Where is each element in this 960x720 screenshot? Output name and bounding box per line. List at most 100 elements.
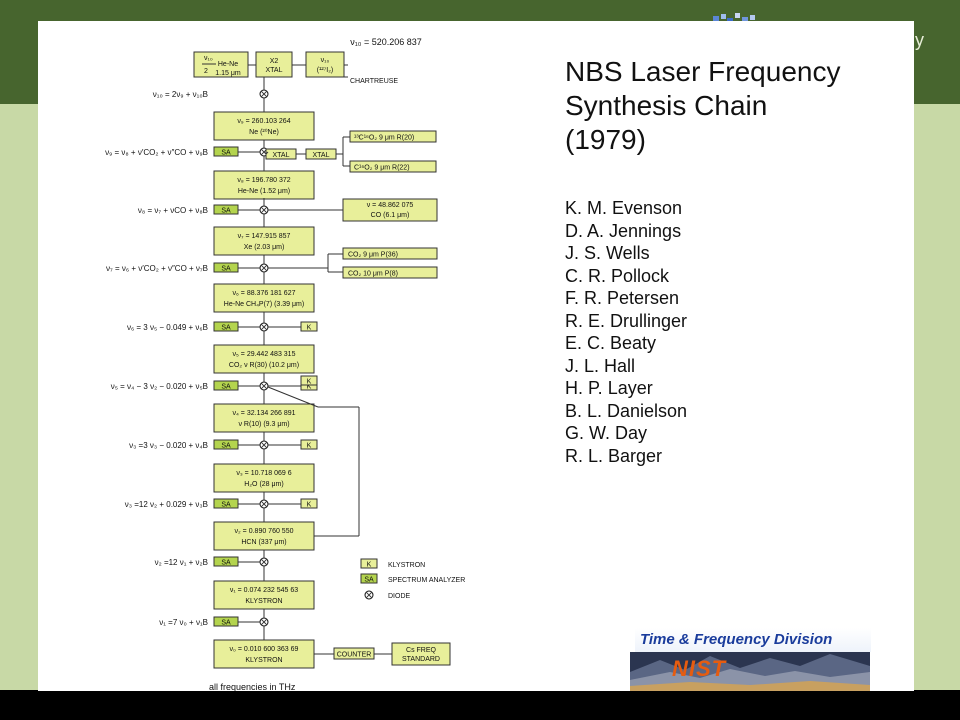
co-laser-frequency: ν = 48.862 075	[367, 202, 414, 209]
klystron-label: K	[307, 325, 312, 332]
laser-stage-box	[213, 111, 315, 141]
xtal-label: XTAL	[273, 152, 290, 159]
legend-diode-label: DIODE	[388, 593, 411, 600]
title-line-2: Synthesis Chain	[565, 90, 768, 121]
stage-source: ν R(10) (9.3 μm)	[238, 421, 289, 428]
connector-line	[260, 382, 268, 390]
stage-frequency: ν₅ = 29.442 483 315	[233, 351, 296, 358]
stage-frequency: ν₁ = 0.074 232 545 63	[230, 587, 298, 594]
nist-logo: Time & Frequency Division NIST	[630, 628, 871, 691]
hene-line-2: 1.15 μm	[215, 70, 241, 77]
stage-frequency: ν₃ = 10.718 069 6	[236, 470, 291, 477]
stage-frequency: ν₂ = 0.890 760 550	[235, 528, 294, 535]
stage-source: H₂O (28 μm)	[244, 481, 283, 488]
author-name: D. A. Jennings	[565, 220, 682, 241]
nist-wordmark: NIST	[672, 656, 727, 681]
stage-source: CO₂ ν R(30) (10.2 μm)	[229, 362, 299, 369]
cs-line-2: STANDARD	[402, 656, 440, 663]
iodine-line-2: (¹²⁷I₂)	[317, 67, 334, 74]
c13-co2-label: ¹³C¹⁶O₂ 9 μm R(20)	[354, 135, 414, 142]
mountain-logo-icon	[630, 652, 870, 691]
xtal-label: XTAL	[313, 152, 330, 159]
chartreuse-label: CHARTREUSE	[350, 78, 398, 85]
title-line-3: (1979)	[565, 124, 646, 155]
connector-line	[260, 323, 268, 331]
footer-band	[0, 690, 960, 720]
author-name: R. L. Barger	[565, 445, 663, 466]
frequency-equation: ν₆ = 3 ν₅ − 0.049 + ν₆B	[127, 323, 208, 332]
author-name: J. S. Wells	[565, 243, 650, 263]
frequency-equation: ν₇ = ν₆ + ν′CO₂ + ν″CO + ν₇B	[106, 264, 208, 273]
author-name: E. C. Beaty	[565, 333, 657, 353]
connector-line	[260, 441, 268, 449]
sa-label: SA	[221, 443, 231, 450]
stage-frequency: ν₄ = 32.134 266 891	[233, 410, 296, 417]
stage-source: Ne (²⁰Ne)	[249, 128, 279, 136]
co2-p36-label: CO₂ 9 μm P(36)	[348, 252, 398, 259]
cs-line-1: Cs FREQ	[406, 647, 437, 654]
klystron-label: K	[307, 379, 312, 386]
title-line-1: NBS Laser Frequency	[565, 56, 841, 87]
connector-line	[260, 264, 268, 272]
stage-frequency: ν₇ = 147.915 857	[238, 233, 291, 240]
connector-line	[260, 206, 268, 214]
stage-frequency: ν₉ = 260.103 264	[237, 118, 290, 125]
frequency-equation: ν₅ = ν₄ − 3 ν₂ − 0.020 + ν₅B	[111, 382, 208, 391]
laser-stage-box	[213, 580, 315, 610]
author-name: B. L. Danielson	[565, 400, 688, 421]
klystron-box	[360, 558, 378, 569]
sa-label: SA	[221, 560, 231, 567]
klystron-label: K	[307, 384, 312, 391]
connector-line	[267, 386, 319, 408]
hene-nu-label: ν₁₀	[204, 55, 213, 62]
author-name: J. L. Hall	[565, 355, 636, 376]
stage-frequency: ν₈ = 196.780 372	[237, 177, 290, 184]
stage-source: HCN (337 μm)	[241, 539, 286, 546]
sa-label: SA	[364, 577, 374, 584]
stage-source: He-Ne CH₄P(7) (3.39 μm)	[224, 301, 304, 308]
klystron-label: K	[307, 443, 312, 450]
frequency-equation: ν₂ =12 ν₁ + ν₂B	[155, 558, 208, 567]
connector-line	[260, 618, 268, 626]
hene-line-1: He-Ne	[218, 61, 238, 68]
legend-sa-label: SPECTRUM ANALYZER	[388, 577, 465, 584]
sa-label: SA	[221, 266, 231, 273]
x2-line-2: XTAL	[266, 67, 283, 74]
co-laser-source: CO (6.1 μm)	[371, 212, 410, 219]
connector-line	[260, 500, 268, 508]
klystron-box	[300, 375, 318, 386]
author-name: R. E. Drullinger	[565, 310, 688, 331]
units-note: all frequencies in THz	[209, 682, 296, 691]
klystron-label: K	[307, 502, 312, 509]
author-name: F. R. Petersen	[565, 288, 680, 308]
x2-line-1: X2	[270, 58, 279, 65]
sa-label: SA	[221, 620, 231, 627]
connector-line	[260, 558, 268, 566]
c16-co2-label: C¹⁶O₂ 9 μm R(22)	[354, 165, 410, 172]
stage-source: He-Ne (1.52 μm)	[238, 188, 290, 195]
sa-label: SA	[221, 150, 231, 157]
author-name: C. R. Pollock	[565, 265, 670, 286]
hene-two-label: 2	[204, 68, 208, 75]
laser-stage-box	[213, 521, 315, 551]
frequency-equation: ν₁₀ = 2ν₉ + ν₁₀B	[153, 90, 208, 99]
stage-source: Xe (2.03 μm)	[244, 244, 285, 251]
laser-stage-box	[213, 403, 315, 433]
connector-line	[260, 90, 268, 98]
division-name: Time & Frequency Division	[640, 631, 833, 648]
stage-frequency: ν₀ = 0.010 600 363 69	[230, 646, 299, 653]
stage-frequency: ν₆ = 88.376 181 627	[233, 290, 296, 297]
sa-label: SA	[221, 502, 231, 509]
klystron-label: K	[367, 562, 372, 569]
laser-stage-box	[213, 639, 315, 669]
connector-line	[365, 591, 373, 599]
author-name: H. P. Layer	[565, 378, 653, 398]
legend-klystron-label: KLYSTRON	[388, 562, 425, 569]
connector-line	[265, 151, 269, 155]
sa-label: SA	[221, 325, 231, 332]
laser-stage-box	[213, 344, 315, 374]
laser-stage-box	[213, 170, 315, 200]
frequency-equation: ν₃ =3 ν₃ − 0.020 + ν₄B	[129, 441, 208, 450]
legend-sa-box	[360, 573, 378, 584]
